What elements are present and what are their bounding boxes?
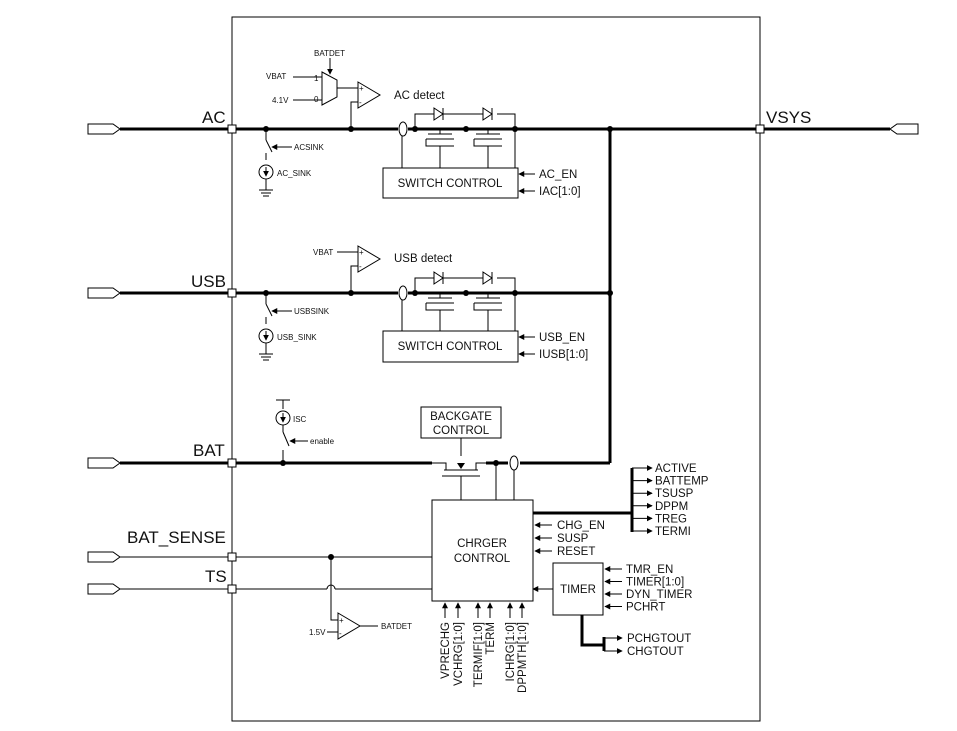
pin-ac: AC [87,108,237,135]
ac-detect-label: AC detect [394,90,445,102]
timer-output-0: PCHGTOUT [627,633,691,645]
usb-en-label: USB_EN [539,332,585,344]
usb-vbat-label: VBAT [313,248,333,257]
pin-vsys-label: VSYS [766,108,811,127]
status-output-1: BATTEMP [655,476,709,488]
usbsink-label: USBSINK [294,307,330,316]
usb-switch-control-label: SWITCH CONTROL [398,341,503,353]
svg-text:+: + [339,616,344,625]
ac-ref-label: 4.1V [272,96,289,105]
ac-detect-circuit: BATDET VBAT 4.1V 1 0 + - AC detect ACSIN… [258,49,445,197]
bottom-input-3: TERM [485,622,497,655]
charger-input-0: CHG_EN [557,520,605,532]
bottom-input-4: ICHRG[1:0] [505,622,517,681]
usb-switch-control: SWITCH CONTROL USB_EN IUSB[1:0] [382,330,588,363]
timer-output-1: CHGTOUT [627,646,684,658]
pin-bat-sense: BAT_SENSE [87,528,237,563]
svg-text:-: - [359,98,362,107]
timer-input-2: DYN_TIMER [626,589,692,601]
status-output-5: TERMI [655,526,691,538]
ac-vbat-label: VBAT [266,72,286,81]
timer-input-1: TIMER[1:0] [626,577,684,589]
isc-label: ISC [293,415,307,424]
acsink-label: ACSINK [294,143,324,152]
svg-text:-: - [359,262,362,271]
status-output-0: ACTIVE [655,463,697,475]
pin-ts-label: TS [205,567,227,586]
power-rails [236,126,756,466]
bottom-input-5: DPPMTH[1:0] [517,622,529,693]
status-output-4: TREG [655,513,687,525]
ic-outline [231,16,761,722]
charger-control: CHRGER CONTROL [431,499,534,602]
ac-power-switch [398,107,518,168]
pin-bat-label: BAT [193,441,225,460]
ac-switch-control-label: SWITCH CONTROL [398,178,503,190]
pin-ts: TS [87,567,237,595]
backgate-control: BACKGATE CONTROL [420,406,519,500]
ac-en-label: AC_EN [539,169,577,181]
svg-text:+: + [359,84,364,93]
sense-ts-wiring: + - 1.5V BATDET [236,554,432,640]
status-output-2: TSUSP [655,488,694,500]
timer-input-3: PCHRT [626,602,665,614]
svg-text:+: + [359,248,364,257]
usb-detect-circuit: VBAT + - USB detect USBSINK USB_SINK [258,245,453,361]
timer-input-0: TMR_EN [626,564,673,576]
pin-usb-label: USB [191,272,226,291]
ts-batdet-label: BATDET [381,622,412,631]
charger-label-1: CHRGER [457,538,507,550]
enable-label: enable [310,437,335,446]
charger-input-1: SUSP [557,533,589,545]
timer-label: TIMER [560,584,596,596]
charger-label-2: CONTROL [454,553,511,565]
pin-usb: USB [87,272,237,299]
iac-label: IAC[1:0] [539,186,581,198]
bottom-input-2: TERMIF[1:0] [473,622,485,687]
mux-input-1: 1 [314,74,319,83]
pin-bat-sense-label: BAT_SENSE [127,528,226,547]
bottom-input-1: VCHRG[1:0] [453,622,465,686]
iusb-label: IUSB[1:0] [539,349,588,361]
ac-switch-control: SWITCH CONTROL AC_EN IAC[1:0] [382,167,581,199]
usb-sink-label: USB_SINK [277,333,317,342]
ac-sink-label: AC_SINK [277,169,312,178]
status-output-3: DPPM [655,501,688,513]
backgate-label-1: BACKGATE [430,411,492,423]
usb-detect-label: USB detect [394,253,453,265]
pin-bat: BAT [87,441,237,469]
bottom-input-0: VPRECHG [440,622,452,679]
pin-ac-label: AC [202,108,226,127]
usb-power-switch [398,271,518,331]
svg-text:-: - [339,629,342,638]
ac-batdet-label: BATDET [314,49,345,58]
mux-input-0: 0 [314,95,319,104]
bat-isc-circuit: ISC enable [275,399,335,466]
ts-ref-label: 1.5V [309,628,326,637]
charger-input-2: RESET [557,546,595,558]
backgate-label-2: CONTROL [433,425,490,437]
pin-vsys: VSYS [755,108,919,135]
